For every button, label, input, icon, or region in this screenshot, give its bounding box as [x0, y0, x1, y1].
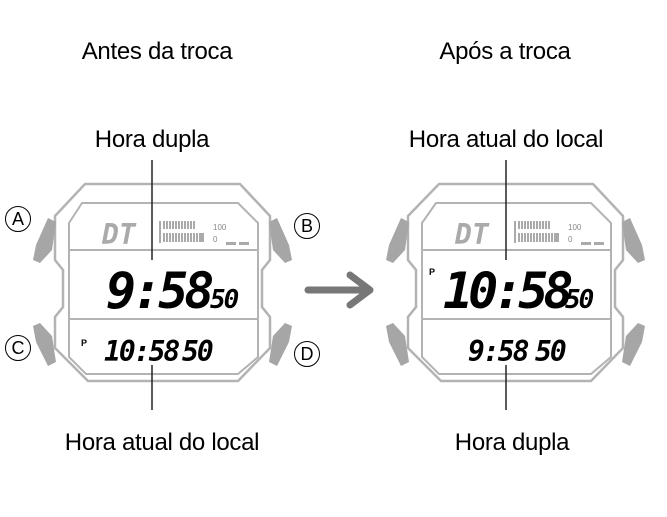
pm-indicator: P [81, 338, 87, 348]
bar-graph [159, 221, 249, 245]
display-frame [421, 202, 612, 375]
button-b [269, 218, 292, 263]
before-top-label: Hora dupla [94, 126, 210, 153]
main-time: 10:58 [443, 262, 571, 320]
main-time: 9:58 [106, 262, 212, 320]
scale-top: 100 [213, 223, 227, 232]
mode-indicator: DT [101, 218, 137, 251]
heading-after: Após a troca [439, 38, 571, 65]
bar-graph [514, 221, 604, 245]
display-frame [68, 202, 259, 375]
sub-seconds: 50 [182, 335, 213, 368]
heading-before: Antes da troca [81, 38, 233, 65]
mode-indicator: DT [454, 218, 490, 251]
button-a-label: A [5, 206, 31, 232]
after-top-label: Hora atual do local [408, 126, 604, 153]
button-c [33, 323, 56, 366]
button-b-label: B [294, 213, 320, 239]
button-d [269, 323, 292, 366]
sub-time: 9:58 [468, 335, 529, 368]
button-c-label: C [5, 335, 31, 361]
case-outline [406, 182, 625, 383]
button-d [622, 323, 645, 366]
button-a [386, 218, 409, 263]
pm-indicator: P [429, 267, 435, 277]
before-bottom-label: Hora atual do local [64, 429, 260, 456]
button-a [33, 218, 56, 263]
button-d-label: D [294, 341, 320, 367]
arrow-right-icon [304, 271, 374, 309]
button-b [622, 218, 645, 263]
scale-top: 100 [568, 223, 582, 232]
scale-bottom: 0 [568, 235, 573, 244]
watch-before: DT 100 0 9:58 50 P 10:58 50 [33, 160, 292, 410]
watch-after: DT 100 0 P 10:58 50 9:58 50 [386, 160, 645, 410]
case-outline [53, 182, 272, 383]
button-c [386, 323, 409, 366]
after-bottom-label: Hora dupla [454, 429, 570, 456]
sub-seconds: 50 [535, 335, 566, 368]
main-seconds: 50 [565, 285, 594, 315]
main-seconds: 50 [210, 285, 239, 315]
sub-time: 10:58 [104, 335, 179, 368]
scale-bottom: 0 [213, 235, 218, 244]
